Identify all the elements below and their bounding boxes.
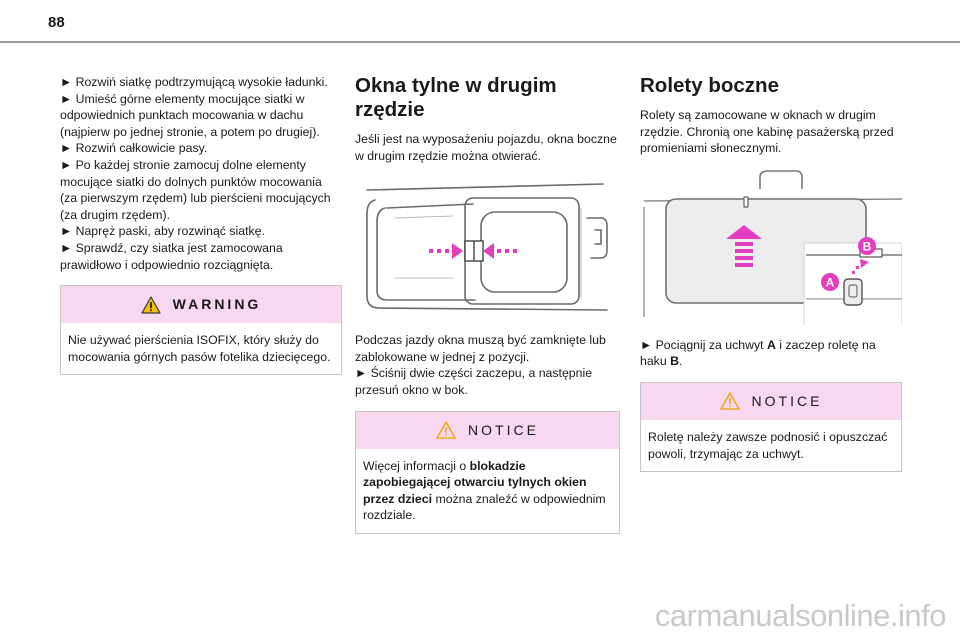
figure-label-b: B bbox=[863, 239, 872, 253]
notice-emphasis: blokadzie zapobiegającej otwarciu tylnyc… bbox=[363, 458, 587, 506]
instruction-step: ► Rozwiń siatkę podtrzymującą wysokie ła… bbox=[60, 75, 328, 89]
warning-title: WARNING bbox=[172, 296, 262, 313]
side-blind-illustration: B A bbox=[640, 167, 903, 328]
instruction-step: ► Umieść górne elementy mocujące siatki … bbox=[60, 91, 320, 139]
intro-text: Rolety są zamocowane w oknach w drugim r… bbox=[640, 108, 894, 156]
notice-triangle-icon bbox=[719, 392, 740, 411]
notice-header: NOTICE bbox=[356, 411, 619, 449]
driving-note: Podczas jazdy okna muszą być zamknięte l… bbox=[355, 333, 606, 364]
notice-title: NOTICE bbox=[468, 421, 539, 438]
warning-text: Nie używać pierścienia ISOFIX, który słu… bbox=[68, 333, 331, 364]
warning-triangle-icon bbox=[141, 296, 161, 314]
hook-label-b: B bbox=[670, 354, 679, 369]
top-rule bbox=[0, 41, 960, 43]
instruction-step: ► Napręż paski, aby rozwinąć siatkę. bbox=[60, 224, 265, 239]
column-1: ► Rozwiń siatkę podtrzymującą wysokie ła… bbox=[60, 74, 342, 376]
notice-triangle-icon bbox=[436, 421, 456, 439]
instruction-step: ► Po każdej stronie zamocuj dolne elemen… bbox=[60, 157, 331, 222]
column-2: Okna tylne w drugim rzędzie Jeśli jest n… bbox=[355, 74, 620, 534]
warning-box: WARNING Nie używać pierścienia ISOFIX, k… bbox=[60, 285, 342, 376]
instruction-step: ► Rozwiń całkowicie pasy. bbox=[60, 141, 208, 156]
rear-window-illustration bbox=[355, 178, 617, 320]
notice-text: Więcej informacji o blokadzie zapobiegaj… bbox=[363, 458, 606, 523]
instruction-step: ► Ściśnij dwie części zaczepu, a następn… bbox=[355, 366, 593, 397]
section-heading: Rolety boczne bbox=[640, 74, 779, 97]
instruction-step: ► Pociągnij za uchwyt A i zaczep roletę … bbox=[640, 337, 876, 369]
sliding-window-diagram bbox=[366, 183, 608, 311]
watermark: carmanualsonline.info bbox=[654, 598, 947, 633]
figure-label-a: A bbox=[826, 275, 835, 289]
column-3: Rolety boczne Rolety są zamocowane w okn… bbox=[640, 74, 903, 473]
notice-box: NOTICE Więcej informacji o blokadzie zap… bbox=[355, 410, 620, 534]
notice-title: NOTICE bbox=[751, 393, 823, 410]
notice-text: Roletę należy zawsze podnosić i opuszcza… bbox=[648, 429, 888, 461]
section-heading: Okna tylne w drugim rzędzie bbox=[355, 74, 557, 121]
warning-header: WARNING bbox=[61, 286, 341, 324]
instruction-step: ► Sprawdź, czy siatka jest zamocowana pr… bbox=[60, 240, 283, 272]
intro-text: Jeśli jest na wyposażeniu pojazdu, okna … bbox=[355, 132, 617, 163]
notice-header: NOTICE bbox=[641, 382, 901, 420]
side-blind-diagram: B A bbox=[643, 169, 903, 328]
notice-box: NOTICE Roletę należy zawsze podnosić i o… bbox=[640, 381, 902, 473]
handle-label-a: A bbox=[767, 337, 776, 352]
page-number: 88 bbox=[48, 14, 65, 31]
